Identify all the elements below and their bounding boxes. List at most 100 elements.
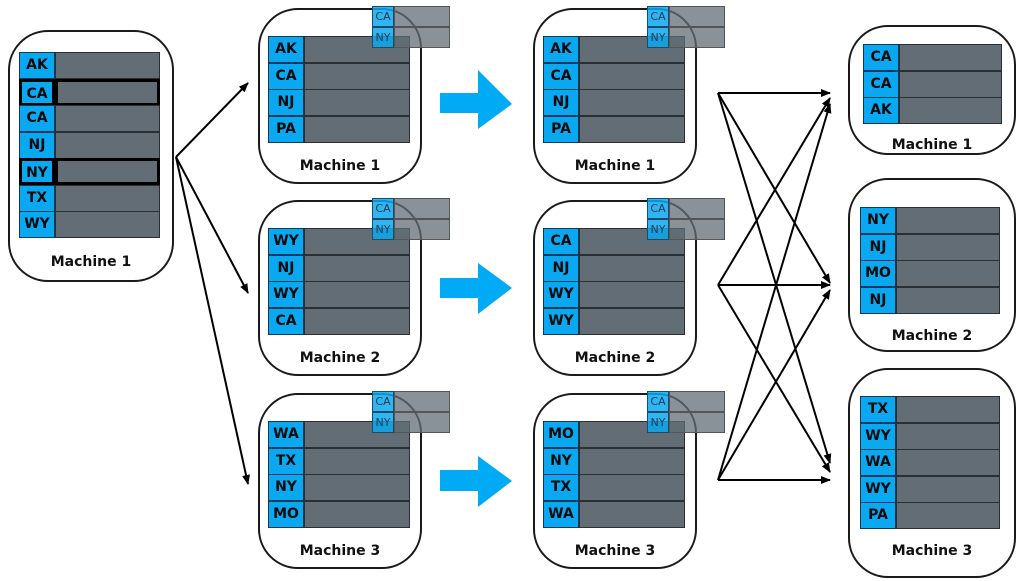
table-row: TX (860, 396, 1000, 423)
table-row: NJ (543, 89, 685, 116)
table-row: CA (268, 307, 410, 335)
broadcast-value (394, 6, 450, 27)
table-row: WY (543, 307, 685, 335)
table-row: CA (863, 70, 1002, 98)
row-value (896, 260, 1000, 287)
blue-arrows (440, 70, 512, 507)
table-row: MO (860, 260, 1000, 287)
shuffle-arrows (717, 89, 832, 484)
row-value (896, 286, 1000, 314)
row-key: NJ (268, 254, 304, 282)
broadcast-key: NY (647, 412, 669, 433)
blue-arrow-3 (440, 456, 512, 507)
table-row: WY (860, 422, 1000, 450)
row-key: NY (268, 474, 304, 501)
shuffle-m2-m1 (717, 97, 831, 286)
row-key: CA (863, 44, 899, 71)
row-value (896, 396, 1000, 423)
row-key: NJ (19, 131, 55, 159)
row-value (579, 254, 685, 282)
table-row: NY (860, 207, 1000, 234)
machine-label: Machine 1 (50, 254, 132, 270)
machine-label: Machine 3 (574, 543, 656, 559)
shuffle-m1-m2 (717, 92, 831, 284)
broadcast-key: CA (372, 6, 394, 27)
row-key: WA (860, 449, 896, 476)
table-row: CA (19, 78, 160, 106)
table-row: AK (863, 97, 1002, 124)
row-value (579, 62, 685, 90)
row-key: CA (268, 62, 304, 90)
table-row: TX (268, 447, 410, 475)
broadcast-key: CA (647, 198, 669, 219)
table-row: NJ (860, 286, 1000, 314)
row-key: PA (268, 115, 304, 143)
arrow-to-stage1-m2 (175, 156, 249, 294)
machine-label: Machine 2 (574, 350, 656, 366)
table-row: AK (543, 36, 685, 63)
row-key: CA (863, 70, 899, 98)
table-row: CA (268, 62, 410, 90)
row-value (579, 500, 685, 528)
blue-arrow-2 (440, 263, 512, 314)
broadcast-key: CA (372, 391, 394, 412)
broadcast-key: CA (647, 391, 669, 412)
row-value (304, 62, 410, 90)
broadcast-value (394, 27, 450, 48)
table-row: AK (19, 52, 160, 79)
blue-arrow-1 (440, 70, 512, 129)
row-value (304, 281, 410, 308)
row-value (896, 475, 1000, 503)
row-key: WY (19, 211, 55, 238)
row-value (896, 233, 1000, 261)
row-value (579, 115, 685, 143)
table-row: WY (268, 228, 410, 255)
row-key: AK (268, 36, 304, 63)
row-value (896, 449, 1000, 476)
shuffle-m2-m3 (717, 284, 831, 473)
row-key: CA (19, 105, 55, 132)
row-key: CA (543, 62, 579, 90)
distribute-arrows (175, 82, 250, 485)
table-row: MO (268, 500, 410, 528)
row-key: TX (543, 474, 579, 501)
broadcast-value (394, 391, 450, 412)
table-row: CA (863, 44, 1002, 71)
broadcast-value (669, 27, 725, 48)
row-value (55, 52, 160, 79)
row-value (896, 502, 1000, 529)
row-key: TX (19, 184, 55, 212)
row-value (579, 89, 685, 116)
row-value (579, 474, 685, 501)
row-key: MO (543, 421, 579, 448)
row-value (304, 89, 410, 116)
table-row: PA (860, 502, 1000, 529)
table-row: NJ (543, 254, 685, 282)
row-key: NJ (268, 89, 304, 116)
broadcast-value (669, 412, 725, 433)
row-value (896, 207, 1000, 234)
broadcast-key: NY (372, 219, 394, 240)
machine-label: Machine 3 (891, 543, 973, 559)
row-key: WY (543, 281, 579, 308)
arrow-to-stage1-m3 (175, 156, 250, 485)
row-value (304, 447, 410, 475)
table-row: CA (543, 228, 685, 255)
row-key: WA (268, 421, 304, 448)
table-row: TX (19, 184, 160, 212)
row-key: WA (543, 500, 579, 528)
shuffle-m3-m1 (717, 103, 832, 481)
shuffle-m3-m2 (717, 289, 831, 481)
row-key: TX (860, 396, 896, 423)
row-key: WY (543, 307, 579, 335)
machine-label: Machine 3 (299, 543, 381, 559)
shuffle-m1-m3 (717, 92, 832, 464)
table-row: WY (268, 281, 410, 308)
row-value (55, 131, 160, 159)
table-row: NJ (268, 254, 410, 282)
broadcast-key: NY (372, 27, 394, 48)
broadcast-key: CA (372, 198, 394, 219)
row-value (55, 158, 160, 185)
table-row: WY (19, 211, 160, 238)
